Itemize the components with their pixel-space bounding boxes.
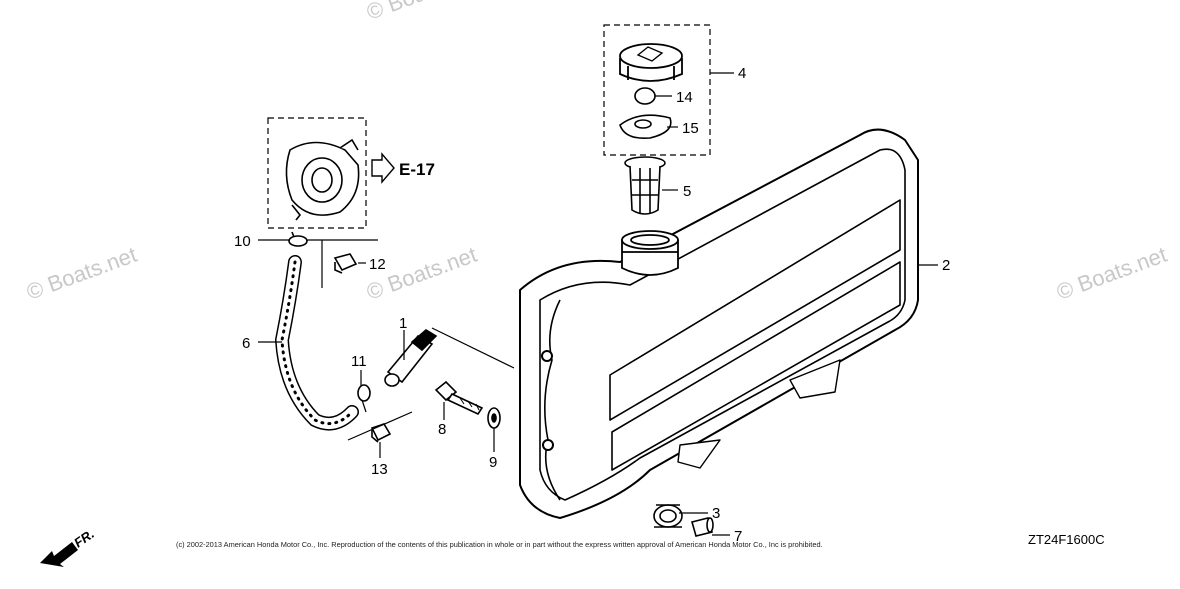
callout-14[interactable]: 14 [676,89,693,106]
callout-9[interactable]: 9 [489,454,497,471]
watermark: © Boats.net [363,0,480,25]
cap-group-outline [603,24,711,156]
cap-filter-foam[interactable] [634,87,656,105]
leader-lines [258,72,938,536]
hose-clip-11[interactable] [357,384,371,402]
diagram-code: ZT24F1600C [1028,532,1105,547]
drain-joint[interactable] [691,517,714,537]
fuel-tank-cap[interactable] [619,43,683,82]
callout-1[interactable]: 1 [399,315,407,332]
watermark: © Boats.net [23,242,140,305]
callouts: 1 2 3 4 5 6 7 8 9 10 11 12 13 14 15 [234,65,950,545]
hose-clip-10[interactable] [288,231,308,247]
callout-7[interactable]: 7 [734,528,742,545]
callout-8[interactable]: 8 [438,421,446,438]
fuel-pump-group-outline [267,117,367,229]
callout-5[interactable]: 5 [683,183,691,200]
flange-bolt[interactable] [434,380,484,416]
reference-arrow: E-17 [371,152,435,184]
reference-label: E-17 [399,160,435,179]
callout-4[interactable]: 4 [738,65,746,82]
hose-clamp-13[interactable] [370,423,392,443]
callout-10[interactable]: 10 [234,233,251,250]
callout-13[interactable]: 13 [371,461,388,478]
washer[interactable] [487,407,501,429]
callout-15[interactable]: 15 [682,120,699,137]
filler-neck [621,230,679,276]
front-arrow-icon [40,542,78,567]
callout-12[interactable]: 12 [369,256,386,273]
cap-gasket[interactable] [619,114,672,140]
callout-3[interactable]: 3 [712,505,720,522]
watermark: © Boats.net [363,242,480,305]
copyright-notice: (c) 2002-2013 American Honda Motor Co., … [176,540,823,549]
callout-11[interactable]: 11 [351,353,367,370]
fuel-joint[interactable] [384,329,438,387]
fuel-strainer[interactable] [624,156,666,215]
watermark: © Boats.net [1053,242,1170,305]
fuel-tank[interactable] [519,128,919,519]
fuel-hose-texture [280,260,354,426]
callout-6[interactable]: 6 [242,335,250,352]
fuel-pump[interactable] [285,138,360,221]
hose-clamp-12[interactable] [333,253,358,274]
tank-grommet[interactable] [653,504,683,528]
callout-2[interactable]: 2 [942,257,950,274]
front-direction-indicator: FR. [40,526,97,567]
